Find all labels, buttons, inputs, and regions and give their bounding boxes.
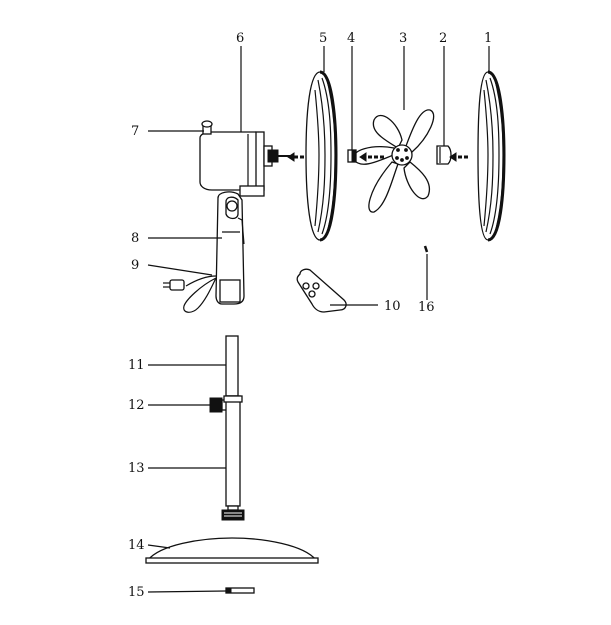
callout-14: 14 [128, 538, 145, 553]
part-14-base [145, 537, 319, 564]
callout-3: 3 [399, 31, 407, 46]
callout-10: 10 [384, 299, 401, 314]
part-16-screw [423, 245, 429, 253]
leader-lines [147, 46, 490, 593]
callout-12: 12 [128, 398, 145, 413]
callout-13: 13 [128, 461, 145, 476]
callout-5: 5 [319, 31, 327, 46]
part-2-spinner-cap [436, 145, 452, 165]
callout-16: 16 [418, 300, 435, 315]
part-13-lower-pole [221, 395, 245, 521]
part-11-upper-pole [225, 335, 239, 397]
part-1-grille-right [477, 70, 506, 242]
callout-6: 6 [236, 31, 244, 46]
callout-2: 2 [439, 31, 447, 46]
part-15-base-fixing-screw [225, 587, 255, 594]
callout-4: 4 [347, 31, 355, 46]
callout-8: 8 [131, 231, 139, 246]
part-3-fan-blade [353, 109, 435, 213]
part-8-tilt-bracket [215, 191, 245, 305]
part-9-power-cord [163, 275, 217, 313]
callout-1: 1 [484, 31, 492, 46]
callout-7: 7 [131, 124, 139, 139]
part-4-blade-nut [347, 149, 357, 163]
callout-11: 11 [128, 358, 145, 373]
assembly-arrows [287, 152, 468, 162]
part-7-oscillation-knob [201, 120, 213, 135]
part-5-grille-left [305, 70, 338, 242]
callout-9: 9 [131, 258, 139, 273]
callout-labels: 1 2 3 4 5 6 7 8 9 10 11 12 13 14 15 16 [128, 31, 492, 600]
callout-15: 15 [128, 585, 145, 600]
part-10-remote-control [296, 268, 347, 313]
part-6-motor-housing [199, 131, 290, 197]
